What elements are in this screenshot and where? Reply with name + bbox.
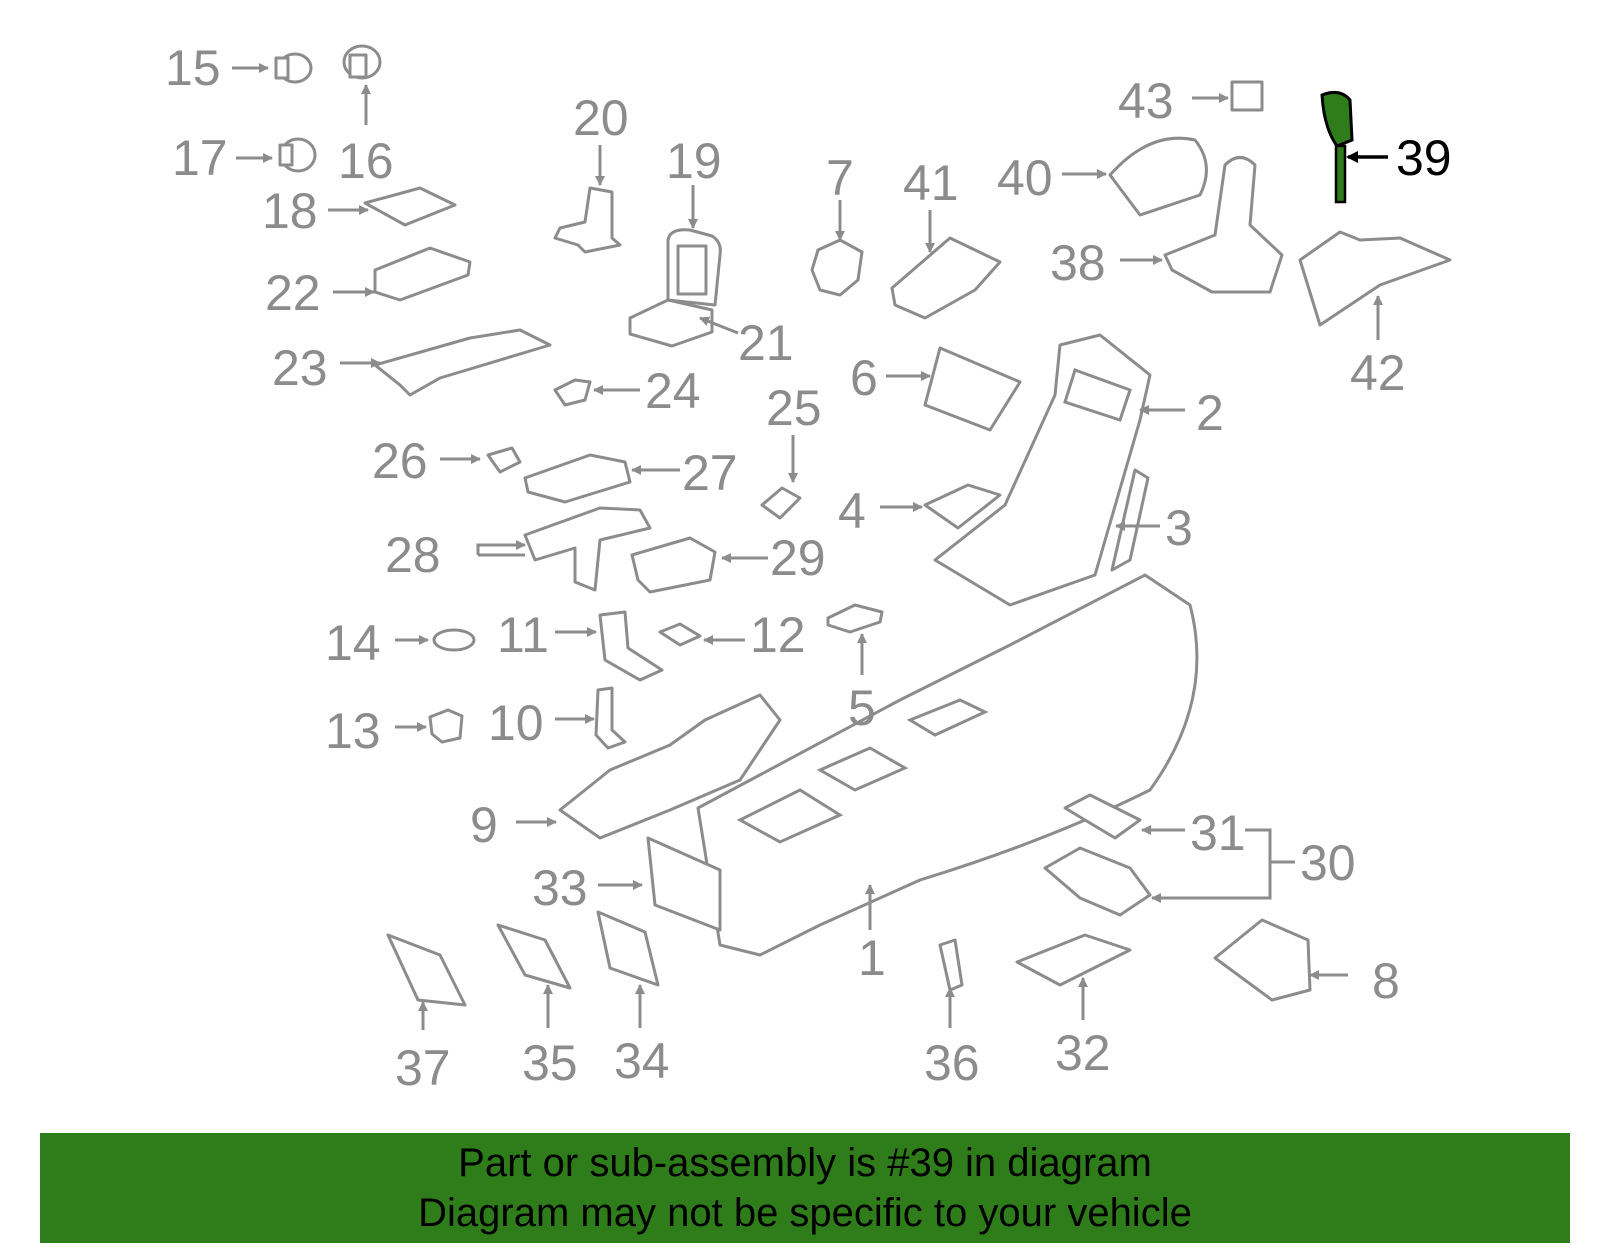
plate-part-12 xyxy=(658,622,702,647)
callout-5: 5 xyxy=(848,680,876,736)
boot-part-40 xyxy=(1108,136,1208,217)
callout-38: 38 xyxy=(1050,235,1106,291)
cap-part-24 xyxy=(553,378,592,407)
trim-part-23 xyxy=(373,328,552,397)
panel-part-6 xyxy=(923,346,1022,432)
callout-25: 25 xyxy=(766,380,822,436)
callout-4: 4 xyxy=(838,483,866,539)
notice-banner: Part or sub-assembly is #39 in diagram D… xyxy=(40,1133,1570,1243)
knob-part-13 xyxy=(428,708,464,744)
callout-3: 3 xyxy=(1165,500,1193,556)
callout-7: 7 xyxy=(826,150,854,206)
callout-labels: 15 16 17 18 20 19 21 22 23 24 25 26 27 2… xyxy=(165,40,1452,1096)
callout-17: 17 xyxy=(172,130,228,186)
callout-34: 34 xyxy=(614,1033,670,1089)
bracket-part-11 xyxy=(598,610,664,682)
callout-1: 1 xyxy=(858,930,886,986)
callout-32: 32 xyxy=(1055,1025,1111,1081)
linkage-part-42 xyxy=(1298,230,1452,327)
banner-line-2: Diagram may not be specific to your vehi… xyxy=(418,1191,1192,1235)
cover-part-35 xyxy=(496,923,572,990)
tray-part-21 xyxy=(628,298,714,348)
bracket-part-10 xyxy=(594,686,627,750)
callout-26: 26 xyxy=(372,433,428,489)
callout-6: 6 xyxy=(850,350,878,406)
callout-36: 36 xyxy=(924,1035,980,1091)
callout-23: 23 xyxy=(272,340,328,396)
callout-19: 19 xyxy=(666,133,722,189)
callout-39: 39 xyxy=(1396,130,1452,186)
vent-part-33 xyxy=(646,836,722,932)
callout-15: 15 xyxy=(165,40,221,96)
center-console-part-1 xyxy=(696,573,1199,957)
callout-43: 43 xyxy=(1118,73,1174,129)
trim-part-3 xyxy=(1110,468,1150,572)
callout-22: 22 xyxy=(265,265,321,321)
trim-part-22 xyxy=(373,246,472,302)
bracket-part-20 xyxy=(553,186,622,254)
plate-part-41 xyxy=(890,236,1002,320)
pad-part-31 xyxy=(1063,793,1142,840)
cover-part-34 xyxy=(596,910,660,987)
lid-part-27 xyxy=(523,453,632,504)
bracket-part-9 xyxy=(558,693,782,840)
callout-16: 16 xyxy=(338,133,394,189)
callout-9: 9 xyxy=(470,797,498,853)
parts-diagram: 15 16 17 18 20 19 21 22 23 24 25 26 27 2… xyxy=(165,40,1452,1096)
ring-part-14 xyxy=(432,628,476,652)
callout-12: 12 xyxy=(750,607,806,663)
console-upper-part-2 xyxy=(933,333,1152,607)
callout-11: 11 xyxy=(497,607,549,663)
callout-35: 35 xyxy=(522,1035,578,1091)
callout-27: 27 xyxy=(682,445,738,501)
callout-41: 41 xyxy=(903,155,959,211)
callout-37: 37 xyxy=(395,1040,451,1096)
callout-2: 2 xyxy=(1196,385,1224,441)
pad-part-4 xyxy=(923,483,1002,530)
clip-part-36 xyxy=(938,938,964,992)
callout-8: 8 xyxy=(1372,953,1400,1009)
clip-part-26 xyxy=(486,446,522,474)
callout-24: 24 xyxy=(645,363,701,419)
cover-part-7 xyxy=(810,238,864,297)
callout-13: 13 xyxy=(325,703,381,759)
leader-lines xyxy=(232,63,1388,1030)
plate-part-25 xyxy=(760,486,802,520)
callout-40: 40 xyxy=(997,150,1053,206)
pad-part-18 xyxy=(363,186,457,227)
callout-18: 18 xyxy=(262,183,318,239)
clip-part-17 xyxy=(278,137,317,173)
shifter-part-38 xyxy=(1163,156,1284,294)
tray-part-30 xyxy=(1043,846,1152,917)
callout-31: 31 xyxy=(1190,805,1246,861)
bracket-part-28 xyxy=(523,506,652,592)
banner-line-1: Part or sub-assembly is #39 in diagram xyxy=(458,1141,1152,1185)
cupholder-part-8 xyxy=(1213,918,1312,1002)
callout-21: 21 xyxy=(738,315,794,371)
callout-30: 30 xyxy=(1300,835,1356,891)
clip-part-5 xyxy=(826,603,884,634)
bin-part-29 xyxy=(630,536,717,594)
callout-28: 28 xyxy=(385,527,441,583)
callout-42: 42 xyxy=(1350,345,1406,401)
clip-part-16 xyxy=(342,44,382,80)
switch-part-43 xyxy=(1230,80,1264,112)
callout-14: 14 xyxy=(325,615,381,671)
mat-part-32 xyxy=(1015,933,1132,987)
callout-20: 20 xyxy=(573,90,629,146)
clip-part-15 xyxy=(274,52,313,84)
callout-10: 10 xyxy=(488,695,544,751)
callout-29: 29 xyxy=(770,530,826,586)
cover-part-37 xyxy=(386,933,467,1007)
shift-knob-part-39 xyxy=(1320,90,1354,204)
callout-33: 33 xyxy=(532,860,588,916)
